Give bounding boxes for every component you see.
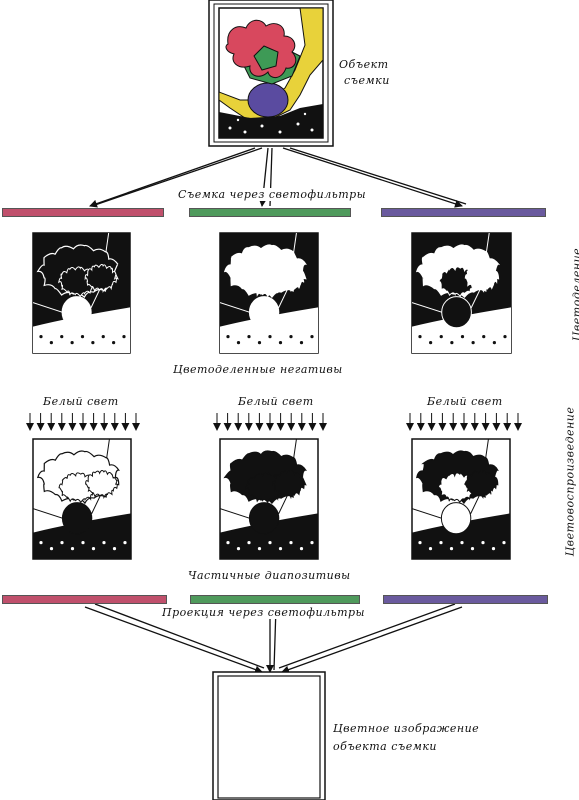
diapositives-row xyxy=(33,439,510,559)
green-filter-bar-projection xyxy=(190,595,360,604)
negative-green-panel xyxy=(220,233,318,353)
blue-filter-bar-projection xyxy=(383,595,548,604)
negatives-label: Цветоделенные негативы xyxy=(173,363,343,376)
subject-label-line2: съемки xyxy=(344,74,390,87)
negative-blue-panel xyxy=(412,233,511,353)
white-light-label-3: Белый свет xyxy=(427,395,503,408)
negatives-row xyxy=(33,233,511,353)
red-filter-bar-projection xyxy=(2,595,167,604)
diapositive-red-panel xyxy=(33,439,131,559)
result-label-line1: Цветное изображение xyxy=(333,722,479,735)
white-light-label-1: Белый свет xyxy=(43,395,119,408)
subject-label-line1: Объект xyxy=(339,58,389,71)
diapositive-blue-panel xyxy=(412,439,510,559)
subject-color-picture xyxy=(209,0,333,146)
diapositive-green-panel xyxy=(220,439,318,559)
white-light-label-2: Белый свет xyxy=(238,395,314,408)
projection-label: Проекция через светофильтры xyxy=(160,606,367,619)
reproduction-label: Цветовоспроизведение xyxy=(564,402,577,562)
diapositives-label: Частичные диапозитивы xyxy=(188,569,351,582)
blue-filter-bar xyxy=(381,208,546,217)
result-label-line2: объекта съемки xyxy=(333,740,437,753)
result-color-picture xyxy=(213,672,325,800)
white-light-arrows xyxy=(30,413,518,430)
negative-red-panel xyxy=(33,233,130,353)
separation-label: Цветоделение xyxy=(571,240,579,350)
shooting-label: Съемка через светофильтры xyxy=(176,188,368,201)
red-filter-bar xyxy=(2,208,164,217)
green-filter-bar xyxy=(189,208,351,217)
